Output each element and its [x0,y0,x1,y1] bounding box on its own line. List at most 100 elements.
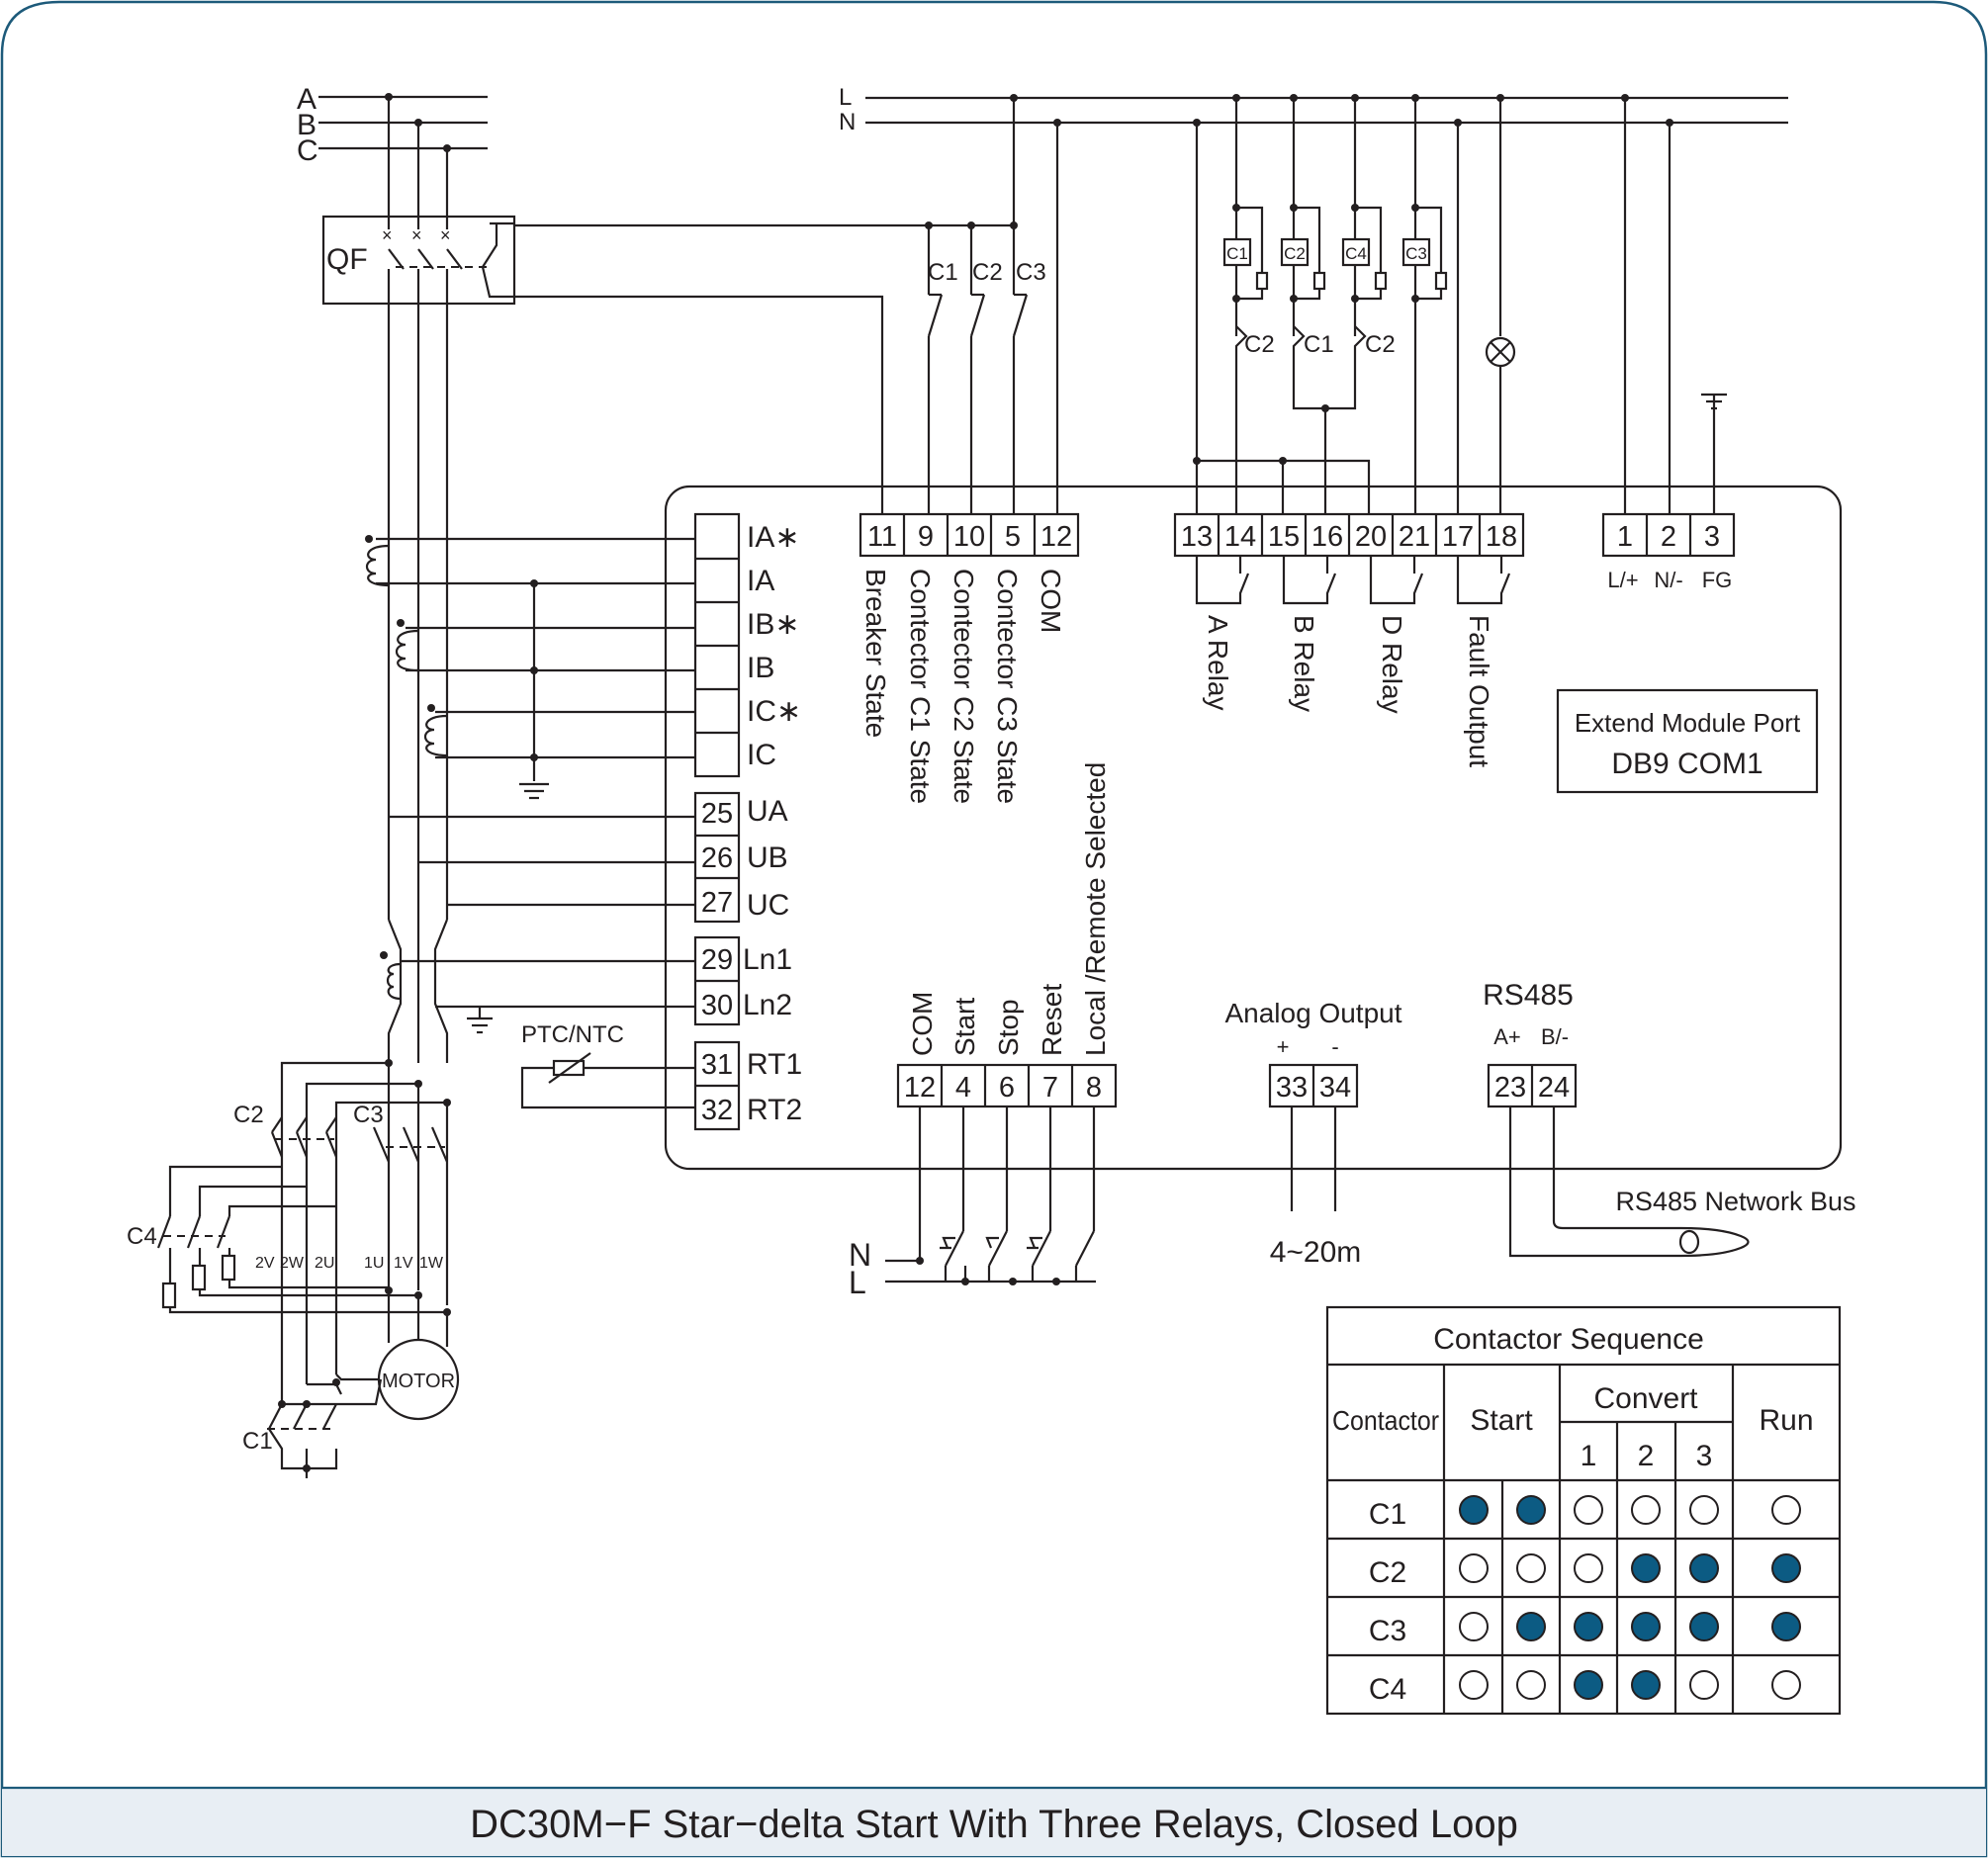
motor-c3-label: C3 [353,1102,384,1128]
interlock-c2-b: C2 [1365,331,1396,358]
analog-minus: - [1331,1034,1338,1059]
com-input-label: COM [907,992,938,1056]
sequence-dots [1459,1495,1801,1700]
fault-output-label: Fault Output [1464,615,1494,767]
thermal-terminal-block: 31 32 RT1 RT2 [693,1040,802,1131]
sequence-state-c3-3 [1574,1612,1603,1641]
coil-c1-label: C1 [1226,244,1248,263]
terminal-27: 27 [701,887,733,919]
ground-icon [1701,393,1727,410]
rs485-title: RS485 [1483,979,1574,1012]
caption-bar [2,1788,1986,1856]
sequence-state-c4-2 [1516,1670,1546,1700]
sequence-state-c4-5 [1689,1670,1719,1700]
winding-2v: 2V [255,1255,275,1272]
terminal-21: 21 [1399,521,1430,553]
terminal-32: 32 [701,1095,733,1126]
coil-c4: C4 [1341,204,1388,336]
coil-c2: C2 [1280,204,1326,336]
coil-c3: C3 [1401,204,1448,514]
ln2-label: Ln2 [743,989,792,1021]
convert-step-3: 3 [1696,1440,1713,1472]
state-terminal-block: 11 9 10 5 12 Breaker State Contector C1 … [858,512,1080,804]
c3-state-label: Contector C3 State [992,569,1023,804]
ua-label: UA [747,795,788,828]
motor-c2-label: C2 [233,1102,264,1128]
d-relay-label: D Relay [1377,615,1407,714]
row-c1-label: C1 [1369,1498,1406,1531]
terminal-33: 33 [1276,1072,1308,1104]
winding-2u: 2U [315,1255,334,1272]
motor-c1-label: C1 [242,1428,273,1455]
phase-a-label: A [297,83,316,116]
terminal-30: 30 [701,990,733,1021]
sequence-state-c3-6 [1771,1612,1801,1641]
terminal-8: 8 [1086,1072,1102,1104]
breaker-state-label: Breaker State [860,569,891,738]
terminal-7: 7 [1042,1072,1058,1104]
sequence-state-c3-4 [1631,1612,1661,1641]
caption: DC30M−F Star−delta Start With Three Rela… [470,1803,1518,1846]
sequence-state-c2-4 [1631,1553,1661,1583]
ic-label: IC [747,739,776,771]
motor: MOTOR [377,1338,460,1421]
sequence-state-c3-5 [1689,1612,1719,1641]
terminal-18: 18 [1486,521,1517,553]
rt1-label: RT1 [747,1048,802,1081]
terminal-17: 17 [1442,521,1474,553]
coil-c1: C1 [1222,204,1269,336]
winding-1v: 1V [394,1255,413,1272]
row-c4-label: C4 [1369,1673,1406,1706]
col-convert: Convert [1593,1382,1698,1415]
motor-feed-lines [387,269,449,1063]
n-label: N [839,109,856,135]
ln1-label: Ln1 [743,943,792,976]
ic-star-label: IC∗ [747,695,801,728]
aux-c2-label: C2 [972,259,1003,286]
ub-label: UB [747,841,788,874]
terminal-4: 4 [955,1072,971,1104]
fg-label: FG [1702,568,1733,592]
sequence-state-c2-3 [1574,1553,1603,1583]
sequence-state-c1-2 [1516,1495,1546,1525]
three-phase-supply: A B C [297,83,488,229]
breaker-label: QF [326,243,368,276]
l-plus-label: L/+ [1607,568,1638,592]
terminal-9: 9 [918,521,934,553]
relay-coil-circuits: C1 C2 C4 [1193,98,1727,514]
ib-star-label: IB∗ [747,608,799,641]
leakage-terminal-block: 29 30 Ln1 Ln2 [693,935,792,1026]
extend-module-port: Extend Module Port DB9 COM1 [1556,688,1819,794]
input-l-label: L [849,1265,866,1300]
interlock-c2-a: C2 [1244,331,1275,358]
svg-text:×: × [440,225,451,245]
ground-icon [519,782,549,800]
terminal-15: 15 [1268,521,1300,553]
c1-state-label: Contector C1 State [905,569,936,804]
terminal-12-bottom: 12 [904,1072,936,1104]
terminal-2: 2 [1661,521,1676,553]
convert-step-2: 2 [1638,1440,1655,1472]
sequence-state-c1-5 [1689,1495,1719,1525]
current-wiring [376,537,695,1034]
b-relay-label: B Relay [1289,615,1319,712]
sequence-state-c3-2 [1516,1612,1546,1641]
row-c3-label: C3 [1369,1615,1406,1647]
motor-circuit: C2 C3 C4 2V 2W 2U 1U 1V 1W [127,1059,460,1478]
winding-2w: 2W [280,1255,305,1272]
controller-body [664,485,1843,1171]
terminal-11: 11 [867,521,897,553]
sequence-state-c1-3 [1574,1495,1603,1525]
local-remote-label: Local /Remote Selected [1080,762,1111,1056]
power-terminal-block: 1 2 3 L/+ N/- FG [1601,512,1736,592]
ia-label: IA [747,565,774,597]
phase-b-label: B [297,109,316,141]
sequence-state-c4-3 [1574,1670,1603,1700]
terminal-29: 29 [701,944,733,976]
ib-label: IB [747,652,774,684]
start-input-label: Start [949,998,980,1056]
ptc-ntc-sensor: PTC/NTC [520,1021,695,1109]
coil-c3-label: C3 [1405,244,1427,263]
ia-star-label: IA∗ [747,521,799,554]
terminal-12-top: 12 [1040,521,1072,553]
